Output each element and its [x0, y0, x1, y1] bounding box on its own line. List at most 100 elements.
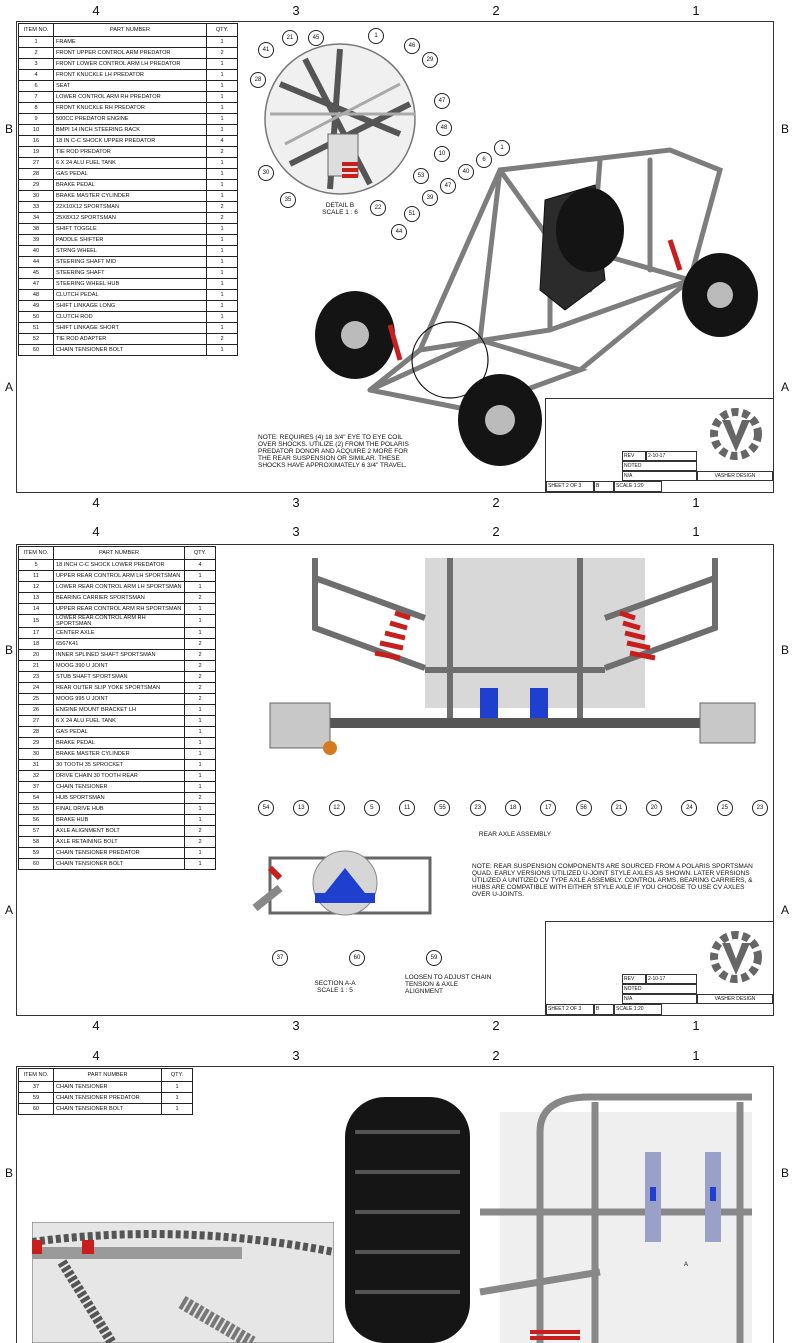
caption-line: SCALE 1 : 5 [317, 987, 353, 994]
zone-row-b-right: B [780, 1166, 789, 1180]
bom-item-number: 24 [18, 682, 54, 694]
bom-quantity: 1 [184, 814, 216, 826]
bom-item-number: 56 [18, 814, 54, 826]
balloon-callout: 1 [494, 140, 510, 156]
bom-quantity: 1 [184, 715, 216, 727]
bom-item-number: 17 [18, 627, 54, 639]
rear-axle-assembly-view [269, 558, 756, 755]
zone-col-4-bottom: 4 [92, 495, 100, 510]
bom-item-number: 7 [18, 91, 54, 103]
zone-col-3-top: 3 [292, 524, 300, 539]
zone-row-b-left: B [4, 643, 13, 657]
noted-cell: NOTED [622, 461, 697, 471]
chain-detail-view [32, 1222, 334, 1343]
vasher-logo-icon [710, 931, 762, 983]
bom-quantity: 1 [184, 781, 216, 793]
bom-header-item: ITEM NO. [18, 1068, 54, 1082]
na-cell: N/A [622, 471, 697, 481]
bom-quantity: 1 [206, 311, 238, 323]
balloon-callout: 17 [540, 800, 557, 816]
noted-cell: NOTED [622, 984, 697, 994]
balloon-callout: 24 [681, 800, 698, 816]
balloon-callout: 10 [434, 146, 450, 162]
bom-item-number: 60 [18, 858, 54, 870]
bom-item-number: 49 [18, 300, 54, 312]
title-block-notes [622, 399, 697, 451]
bom-quantity: 1 [206, 278, 238, 290]
bom-item-number: 54 [18, 792, 54, 804]
bom-part-number: BRAKE HUB [53, 814, 185, 826]
bom-part-number: BMPI 14 INCH STEERING RACK [53, 124, 207, 136]
bom-quantity: 1 [184, 770, 216, 782]
bom-item-number: 11 [18, 570, 54, 582]
bom-quantity: 1 [206, 256, 238, 268]
bom-quantity: 1 [184, 759, 216, 771]
balloon-callout: 45 [308, 30, 324, 46]
balloon-callout: 28 [250, 72, 266, 88]
bom-item-number: 45 [18, 267, 54, 279]
sheet-border [16, 544, 774, 1016]
bom-part-number: SHIFT LINKAGE SHORT [53, 322, 207, 334]
detail-b-view [264, 43, 416, 195]
bom-part-number: BRAKE MASTER CYLINDER [53, 748, 185, 760]
na-cell: N/A [622, 994, 697, 1004]
bom-item-number: 12 [18, 581, 54, 593]
bom-quantity: 2 [184, 792, 216, 804]
bom-part-number: FRONT KNUCKLE LH PREDATOR [53, 69, 207, 81]
title-block: REV 2-10-17 NOTED N/A VASHER DESIGN SHEE… [545, 398, 774, 493]
balloon-callout: 18 [505, 800, 521, 816]
bom-quantity: 1 [206, 322, 238, 334]
bom-part-number: BEARING CARRIER SPORTSMAN [53, 592, 185, 604]
bom-item-number: 2 [18, 47, 54, 59]
balloon-callout: 54 [258, 800, 274, 816]
bom-part-number: AXLE RETAINING BOLT [53, 836, 185, 848]
balloon-callout: 48 [436, 120, 452, 136]
bom-quantity: 1 [206, 267, 238, 279]
zone-col-1-top: 1 [692, 524, 700, 539]
bom-header-qty: QTY. [161, 1068, 193, 1082]
bom-quantity: 4 [184, 559, 216, 571]
bom-item-number: 52 [18, 333, 54, 345]
zone-col-2-top: 2 [492, 524, 500, 539]
balloon-callout: 29 [422, 52, 438, 68]
date-value: 2-10-17 [648, 453, 666, 459]
bom-quantity: 1 [184, 858, 216, 870]
balloon-callout: 40 [458, 164, 474, 180]
caption-line: SCALE 1 : 6 [322, 209, 358, 216]
bom-quantity: 1 [206, 179, 238, 191]
size-cell: B [594, 1004, 614, 1015]
balloon-callout: 22 [370, 200, 386, 216]
bom-quantity: 2 [206, 333, 238, 345]
bom-quantity: 2 [206, 201, 238, 213]
balloon-callout: 20 [646, 800, 663, 816]
balloon-callout: 53 [413, 168, 429, 184]
scale-value: SCALE 1:20 [616, 1006, 644, 1012]
zone-row-a-right: A [780, 380, 789, 394]
noted-value: NOTED [624, 463, 642, 469]
balloon-callout: 44 [391, 224, 407, 240]
na-value: N/A [624, 996, 633, 1002]
tire-and-frame-view [345, 1093, 752, 1343]
bom-quantity: 1 [206, 102, 238, 114]
bom-part-number: 22X10X12 SPORTSMAN [53, 201, 207, 213]
zone-col-3-bottom: 3 [292, 495, 300, 510]
